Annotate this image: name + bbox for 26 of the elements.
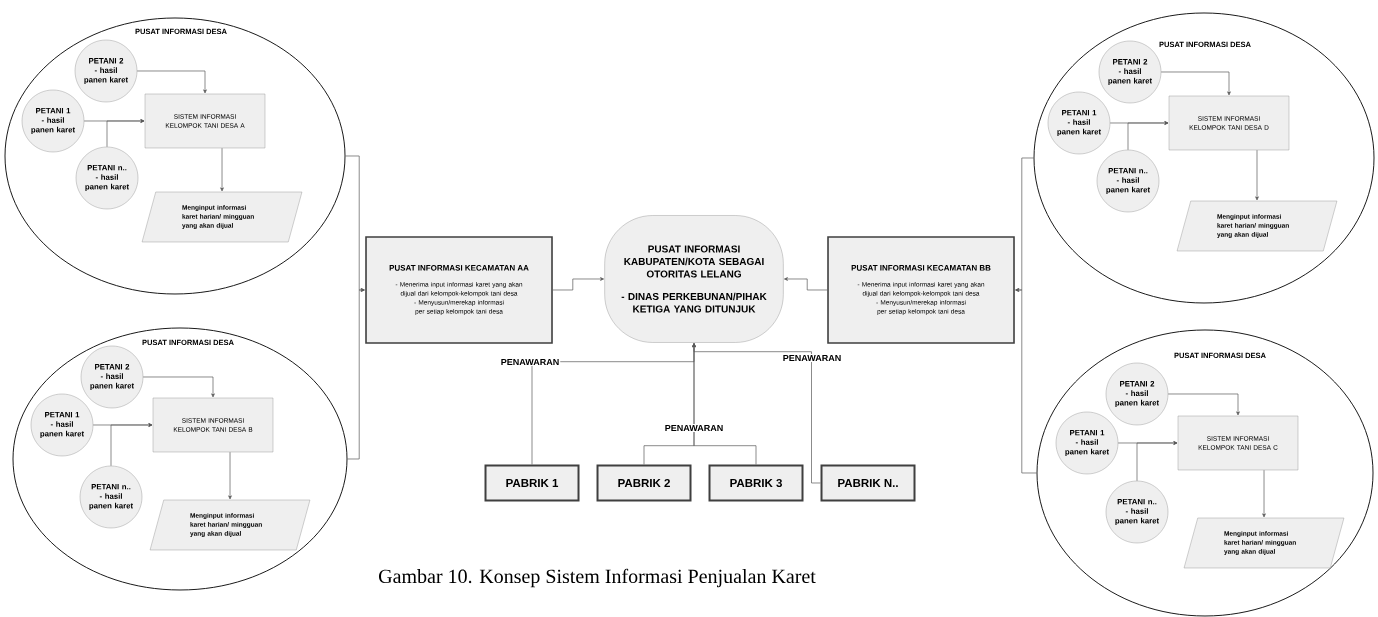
arrow [228, 451, 232, 500]
arrow [106, 119, 145, 148]
arrow [1160, 71, 1231, 96]
arrow [1015, 288, 1037, 474]
edge-label: PENAWARAN [781, 353, 843, 363]
factory-box: PABRIK 1 [484, 464, 580, 502]
arrow [1136, 441, 1178, 482]
caption: Gambar 10. Konsep Sistem Informasi Penjualan Karet [379, 568, 816, 588]
factory-box: PABRIK 2 [596, 464, 692, 502]
factory-box: PABRIK N.. [820, 464, 916, 502]
edge-label: PENAWARAN [499, 357, 561, 367]
arrow [1167, 393, 1240, 416]
arrow [1255, 149, 1259, 201]
arrow [110, 423, 153, 467]
arrow [692, 343, 821, 484]
rounded-box: PUSAT INFORMASI KABUPATEN/KOTA SEBAGAI OTORITAS LELANG - DINAS PERKEBUNAN/PIHAK KETIGA YANG DITUNJUK [604, 215, 784, 343]
edge-label: PENAWARAN [663, 423, 725, 433]
arrow [784, 277, 828, 291]
arrow [552, 277, 604, 291]
arrow [1127, 121, 1169, 151]
arrow [142, 376, 215, 398]
arrow [1262, 469, 1266, 518]
factory-box: PABRIK 3 [708, 464, 804, 502]
arrow [347, 288, 365, 460]
arrow [220, 147, 224, 192]
arrow [136, 70, 207, 94]
